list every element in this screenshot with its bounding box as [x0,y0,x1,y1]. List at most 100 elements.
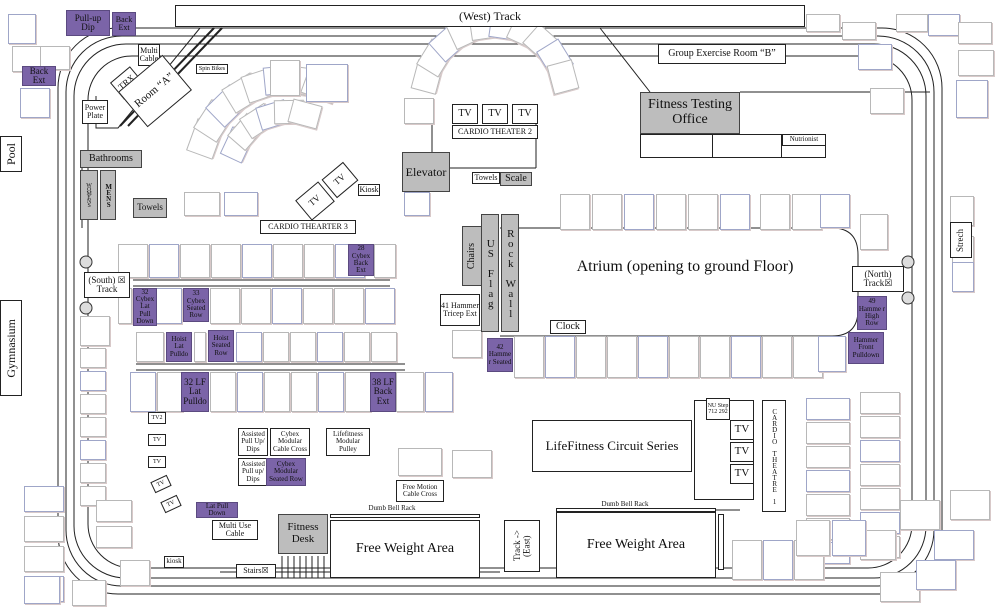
scale: Scale [500,172,532,186]
equipment-unit [806,398,850,420]
equipment-unit [290,332,316,362]
equipment-unit [24,546,64,572]
equipment-unit [732,540,762,580]
tv-ct1-c: TV [730,464,754,484]
hammer-seated: 42 Hamme r Seated [487,338,513,372]
lf-back-ext: 38 LF Back Ext [370,372,396,412]
equipment-unit [120,560,150,586]
equipment-unit [80,463,106,483]
equipment-unit [760,194,790,230]
dumbbell-rack-left-bar [330,514,480,518]
equipment-unit [272,288,302,324]
equipment-unit [762,336,792,378]
equipment-unit [180,244,210,278]
lf-lat-pulldown: 32 LF Lat Pulldo [181,372,209,412]
lifefitness-modular-pulley: Lifefitness Modular Pulley [326,428,370,456]
tv-ct2-a: TV [452,104,478,124]
tv-left-b: TV [148,456,166,468]
equipment-unit [916,560,956,590]
dumbbell-rack-right: Dumb Bell Rack [601,500,649,509]
equipment-unit [669,336,699,378]
equipment-unit [576,336,606,378]
equipment-unit [184,192,220,216]
equipment-unit [928,14,960,36]
equipment-unit [950,196,974,226]
equipment-unit [304,244,334,278]
equipment-unit [656,194,686,230]
equipment-unit [934,530,974,560]
nutrionist: Nutrionist [782,134,826,146]
equipment-unit [130,372,156,412]
equipment-unit [345,372,371,412]
equipment-unit [264,372,290,412]
equipment-unit [210,288,240,324]
equipment-unit [149,244,179,278]
power-plate: Power Plate [82,100,108,124]
pullup-dip: Pull-up Dip [66,10,110,36]
equipment-unit [211,244,241,278]
west-track-label: (West) Track [175,5,805,27]
equipment-unit [560,194,590,230]
equipment-unit [80,440,106,460]
equipment-unit [860,392,900,414]
equipment-unit [80,371,106,391]
fitness-testing-office: Fitness Testing Office [640,92,740,134]
nu-step: NU Step 712 292 [706,398,730,420]
equipment-unit [236,332,262,362]
equipment-unit [832,520,866,556]
stretch-label: Strech [950,222,972,258]
clock: Clock [550,320,586,334]
equipment-unit [592,194,622,230]
equipment-unit [24,516,64,542]
equipment-unit [607,336,637,378]
equipment-unit [858,44,892,70]
hoist-seated-row: Hoist Seated Row [208,330,234,362]
equipment-unit [860,464,900,486]
gymnasium-label: Gymnasium [0,300,22,396]
equipment-unit [317,332,343,362]
equipment-unit [96,500,132,522]
equipment-unit [291,372,317,412]
cybex-modular-seated-row: Cybex Modular Seated Row [266,458,306,486]
equipment-unit [896,14,928,32]
equipment-unit [514,336,544,378]
equipment-unit [210,372,236,412]
equipment-unit [806,14,840,32]
dumbbell-rack-right-bar [556,508,716,512]
equipment-unit [452,330,482,358]
equipment-unit [842,22,876,40]
atrium: Atrium (opening to ground Floor) [576,257,794,275]
equipment-unit [270,60,300,96]
equipment-unit [303,288,333,324]
hoist-lat-pulldown: Hoist Lat Pulldo [166,332,192,362]
equipment-unit [224,192,258,216]
equipment-unit [796,520,830,556]
equipment-unit [334,288,364,324]
tv-ct2-b: TV [482,104,508,124]
cardio-theater-1: CARDIO THEATRE 1 [762,400,786,512]
back-ext-top: Back Ext [112,12,136,36]
equipment-unit [952,262,974,292]
equipment-unit [8,14,36,44]
equipment-unit [398,448,442,476]
equipment-unit [720,194,750,230]
cybex-modular-cable-cross: Cybex Modular Cable Cross [270,428,310,456]
cardio-theater-2: CARDIO THEATER 2 [452,125,538,139]
north-track: (North) Track☒ [852,266,904,292]
equipment-unit [860,488,900,510]
free-weight-area-right: Free Weight Area [556,512,716,578]
elevator: Elevator [402,152,450,192]
chairs: Chairs [462,226,482,286]
equipment-unit [396,372,424,412]
equipment-unit [96,526,132,548]
equipment-unit [241,288,271,324]
rock-wall: Rock Wall [501,214,519,332]
tv-ct2-c: TV [512,104,538,124]
tv-ct1-b: TV [730,442,754,462]
equipment-unit [371,332,397,362]
equipment-unit [860,416,900,438]
equipment-unit [700,336,730,378]
mens-room: MENS [100,170,116,220]
cybex-lat-pull-down: 32 Cybex Lat Pull Down [133,288,157,326]
